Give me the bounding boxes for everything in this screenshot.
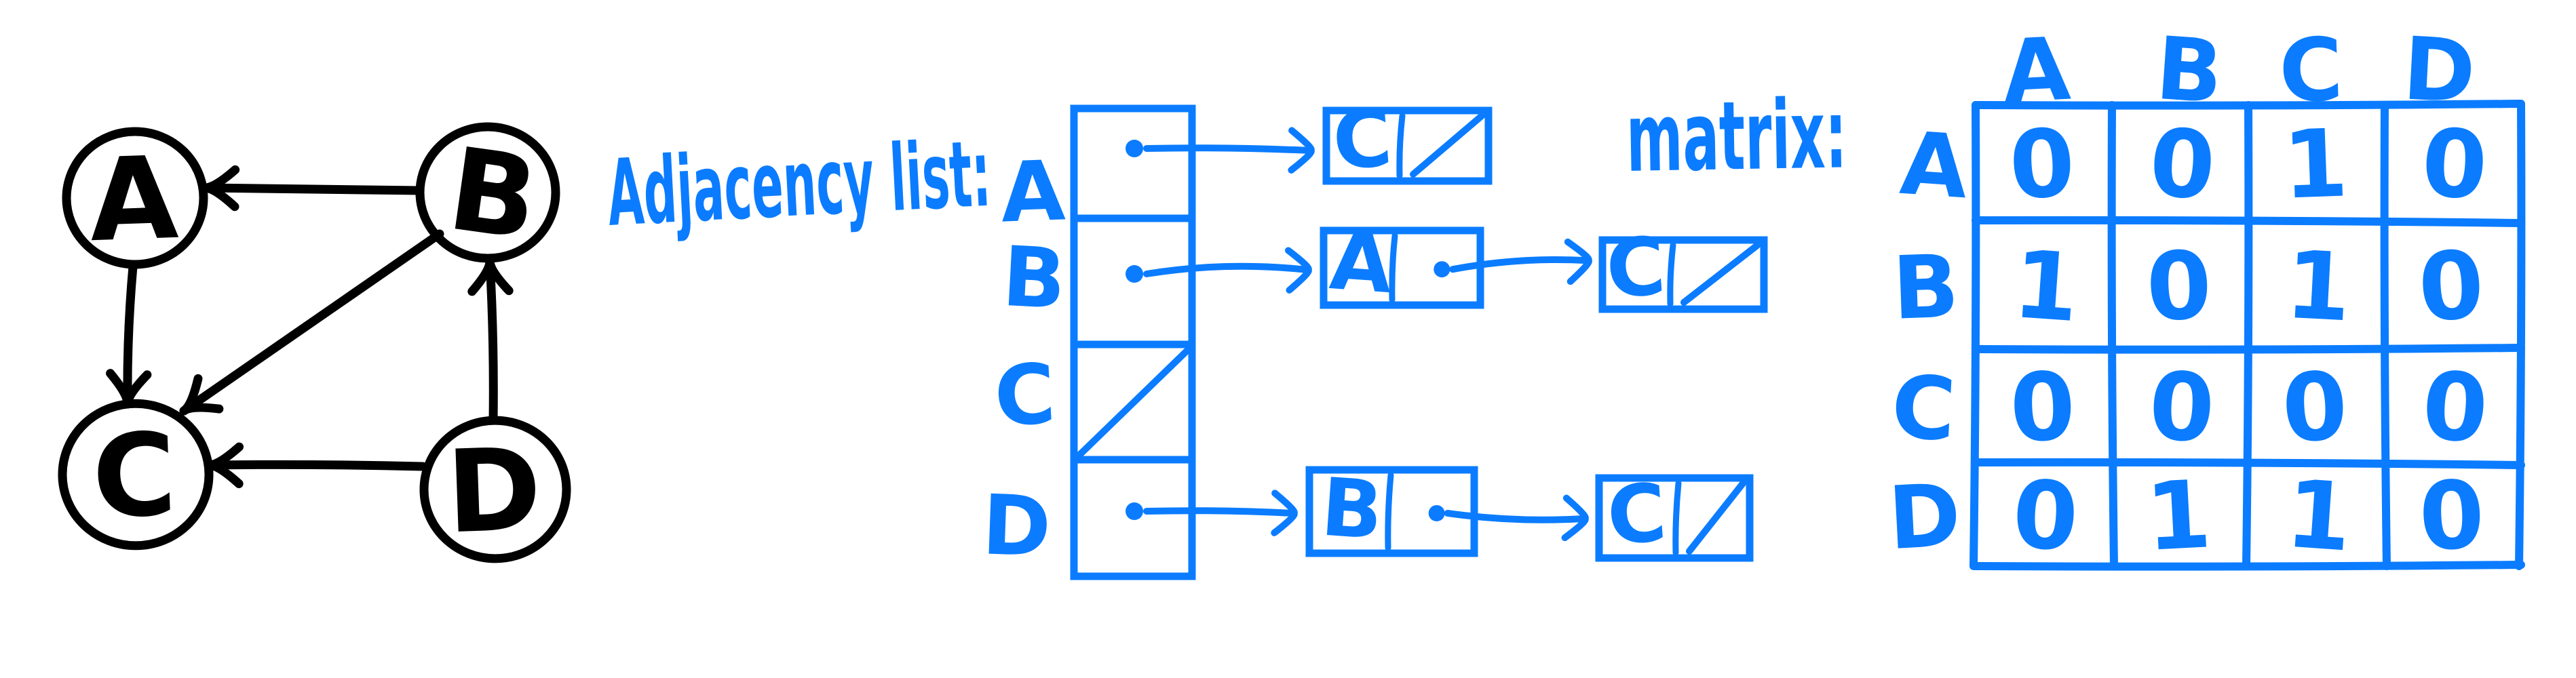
list-row-label-A: A	[999, 142, 1066, 241]
adjacency-list-title: Adjacency list:	[604, 121, 993, 247]
graph-edge-D-to-C-head	[204, 460, 244, 488]
matrix-cell-value-C-B: 0	[2147, 351, 2217, 464]
matrix-col-header-D: D	[2400, 18, 2478, 123]
list-node-pointer-dot-B0	[1434, 261, 1450, 278]
graph-edge-B-to-A-head	[200, 183, 239, 212]
list-row-label-D: D	[980, 477, 1052, 575]
list-node-arrow-B0	[1449, 256, 1591, 273]
list-node-value-A0: C	[1330, 90, 1395, 188]
matrix-cell-value-B-B: 0	[2145, 231, 2214, 342]
matrix-grid-hline-4	[1972, 561, 2525, 571]
list-node-arrow-B0-head	[1564, 238, 1592, 264]
list-node-divider-D0	[1385, 472, 1394, 551]
list-node-value-D1: C	[1604, 466, 1670, 563]
graph-edge-D-to-B-head	[467, 256, 495, 296]
matrix-cell-value-A-A: 0	[2007, 108, 2077, 221]
matrix-grid-vline-0	[1969, 101, 1980, 570]
list-node-divider-A0	[1396, 113, 1406, 179]
list-node-null-slash-D1	[1686, 480, 1746, 555]
list-node-value-D0: B	[1318, 460, 1385, 558]
list-row-label-C: C	[992, 346, 1058, 445]
graph-edge-B-to-A	[200, 183, 425, 195]
matrix-grid-hline-2	[1972, 344, 2525, 354]
matrix-title: matrix:	[1626, 79, 1848, 194]
list-array-cell-D	[1070, 456, 1196, 580]
list-array-cell-A	[1070, 104, 1196, 222]
matrix-row-header-B: B	[1891, 236, 1961, 339]
list-node-box-D0	[1305, 466, 1478, 557]
list-node-box-A0	[1322, 106, 1493, 185]
graph-edge-A-to-C-head	[123, 370, 152, 409]
list-node-value-B0: A	[1327, 214, 1396, 311]
graph-node-label-A: A	[88, 132, 180, 267]
list-pointer-arrow-B	[1143, 262, 1311, 277]
matrix-grid-hline-1	[1972, 216, 2525, 227]
list-node-null-slash-B1	[1680, 242, 1761, 306]
list-null-slash-C	[1074, 345, 1193, 460]
list-pointer-arrow-B-head	[1286, 266, 1312, 294]
matrix-cell-value-D-A: 0	[2010, 460, 2081, 572]
matrix-col-header-A: A	[2000, 19, 2073, 123]
list-node-pointer-dot-D0	[1428, 504, 1445, 521]
list-pointer-dot-B	[1126, 265, 1143, 283]
list-node-divider-B0	[1389, 233, 1398, 303]
graph-edge-B-to-C	[179, 229, 444, 416]
graph-edge-D-to-C	[204, 460, 427, 471]
matrix-row-header-C: C	[1889, 357, 1958, 461]
list-node-arrow-D0	[1444, 509, 1588, 523]
matrix-row-header-D: D	[1886, 465, 1963, 570]
matrix-grid-hline-3	[1972, 458, 2525, 469]
list-pointer-arrow-A-head	[1288, 127, 1315, 154]
list-node-box-D1	[1595, 474, 1754, 562]
list-pointer-arrow-B-head	[1284, 247, 1312, 273]
graph-edge-A-to-C	[123, 262, 138, 409]
graph-node-label-B: B	[441, 123, 545, 266]
matrix-cell-value-B-C: 1	[2283, 231, 2353, 343]
graph-node-label-C: C	[90, 408, 178, 544]
directed-graph-drawing: A B C D	[58, 122, 571, 563]
list-node-arrow-D0-head	[1562, 494, 1589, 522]
matrix-cell-value-D-B: 1	[2143, 460, 2214, 572]
graph-node-C	[58, 399, 214, 551]
list-node-divider-B1	[1667, 242, 1676, 307]
matrix-cell-value-B-D: 0	[2416, 231, 2486, 343]
list-row-label-B: B	[1000, 228, 1068, 328]
matrix-grid-vline-1	[2107, 101, 2118, 570]
list-node-null-slash-A0	[1410, 113, 1485, 178]
matrix-grid-vline-3	[2380, 101, 2391, 570]
matrix-row-header-A: A	[1897, 113, 1971, 219]
graph-edge-B-to-C-head	[179, 403, 224, 416]
graph-edge-D-to-B	[485, 256, 498, 425]
matrix-cell-value-C-D: 0	[2419, 351, 2491, 464]
list-node-arrow-B0-head	[1566, 257, 1592, 285]
matrix-cell-value-C-C: 0	[2280, 351, 2350, 464]
matrix-col-header-B: B	[2153, 18, 2226, 123]
matrix-cell-value-A-C: 1	[2281, 108, 2350, 220]
matrix-grid-vline-4	[2515, 101, 2526, 570]
matrix-cell-value-C-A: 0	[2008, 352, 2077, 463]
list-pointer-arrow-D	[1143, 507, 1296, 517]
list-pointer-dot-D	[1126, 502, 1143, 520]
list-pointer-dot-A	[1126, 140, 1143, 157]
list-node-divider-D1	[1672, 480, 1682, 556]
matrix-cell-value-A-B: 0	[2146, 108, 2218, 221]
matrix-grid-vline-2	[2242, 101, 2253, 570]
matrix-cell-value-A-D: 0	[2419, 108, 2490, 221]
matrix-grid-hline-0	[1972, 100, 2525, 110]
matrix-cell-value-D-C: 1	[2282, 459, 2355, 572]
matrix-cell-value-D-D: 0	[2417, 460, 2486, 572]
matrix-cell-value-B-A: 1	[2010, 230, 2082, 343]
list-node-value-B1: C	[1603, 219, 1668, 317]
list-node-box-B1	[1598, 236, 1768, 313]
list-pointer-arrow-A	[1143, 144, 1313, 154]
list-pointer-arrow-D-head	[1271, 490, 1298, 517]
graph-node-label-D: D	[444, 423, 543, 559]
matrix-col-header-C: C	[2277, 19, 2345, 122]
